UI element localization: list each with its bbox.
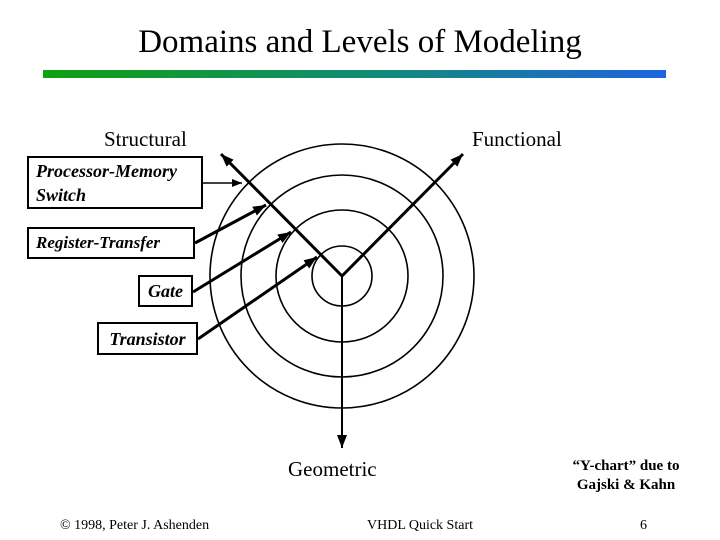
level-box-label: Gate: [148, 281, 183, 301]
title-accent-bar: [43, 70, 666, 78]
footer-page-number: 6: [640, 518, 647, 533]
axis-label-structural: Structural: [104, 127, 187, 151]
level-box-register-transfer: Register-Transfer: [27, 227, 195, 259]
level-connectors: [192, 179, 318, 341]
connector-transistor-arrow: [197, 255, 318, 341]
level-box-processor-memory-switch: Processor-Memory Switch: [27, 156, 203, 209]
structural-axis-arrow: [219, 152, 344, 278]
slide-title: Domains and Levels of Modeling: [138, 24, 582, 60]
level-box-label: Register-Transfer: [36, 233, 161, 252]
connector-register-transfer-arrow: [194, 203, 267, 245]
level-box-label: Transistor: [109, 329, 186, 349]
attribution-line: Gajski & Kahn: [576, 477, 676, 493]
axis-arrows: [219, 152, 465, 448]
level-box-label: Switch: [36, 185, 87, 205]
footer-copyright: © 1998, Peter J. Ashenden: [60, 518, 210, 533]
footer-title: VHDL Quick Start: [366, 518, 474, 533]
level-box-label: Processor-Memory: [36, 161, 177, 181]
connector-gate-arrow: [192, 230, 292, 294]
functional-axis-arrow: [340, 152, 465, 278]
attribution-line: “Y-chart” due to: [572, 458, 680, 474]
level-box-gate: Gate: [138, 275, 193, 307]
y-chart-attribution: “Y-chart” due to Gajski & Kahn: [558, 457, 694, 495]
axis-label-functional: Functional: [472, 127, 562, 151]
axis-label-geometric: Geometric: [288, 457, 377, 481]
level-box-transistor: Transistor: [97, 322, 198, 355]
